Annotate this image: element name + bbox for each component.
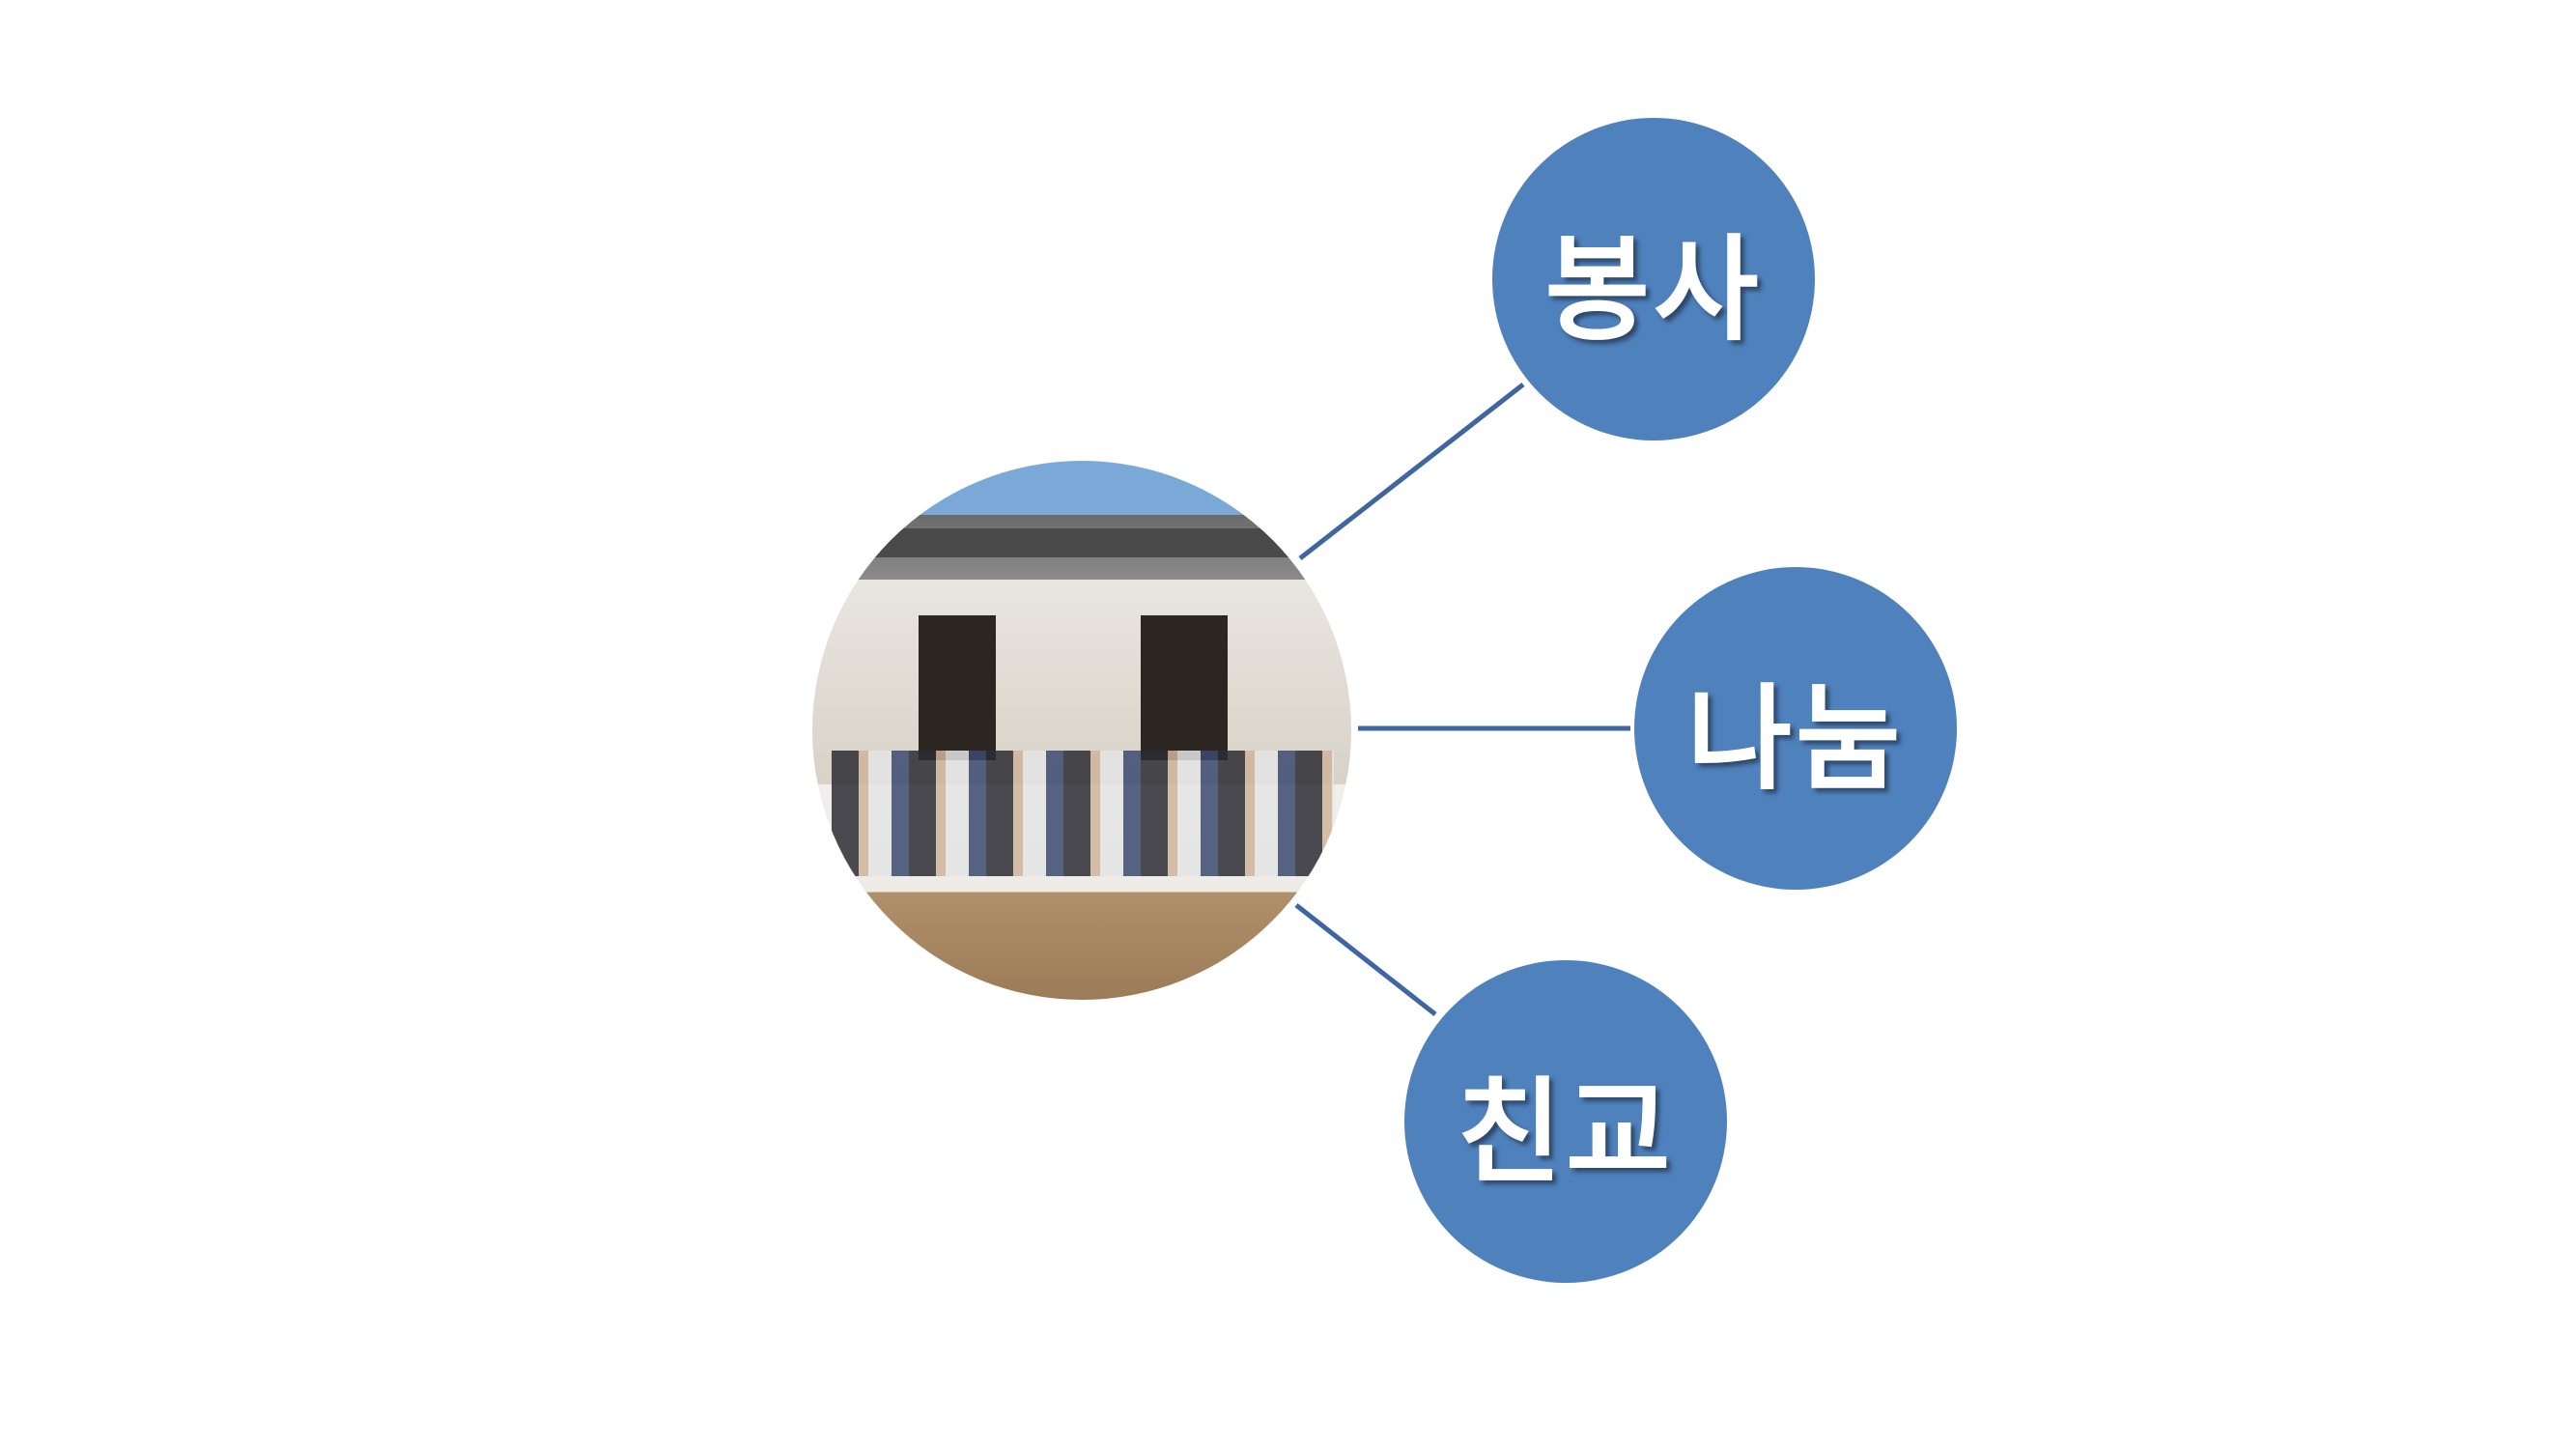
photo-doorway [1141,615,1228,760]
node-bongsa: 봉사 [1492,118,1815,440]
photo-roof [812,528,1351,557]
photo-people [832,751,1334,876]
group-photo [812,461,1351,1000]
node-nanum: 나눔 [1634,567,1957,890]
connector-chingyo [1294,903,1437,1016]
node-chingyo: 친교 [1404,960,1727,1283]
node-label: 친교 [1457,1065,1675,1199]
node-label: 봉사 [1544,222,1763,356]
node-label: 나눔 [1686,671,1905,806]
photo-doorway [919,615,996,760]
